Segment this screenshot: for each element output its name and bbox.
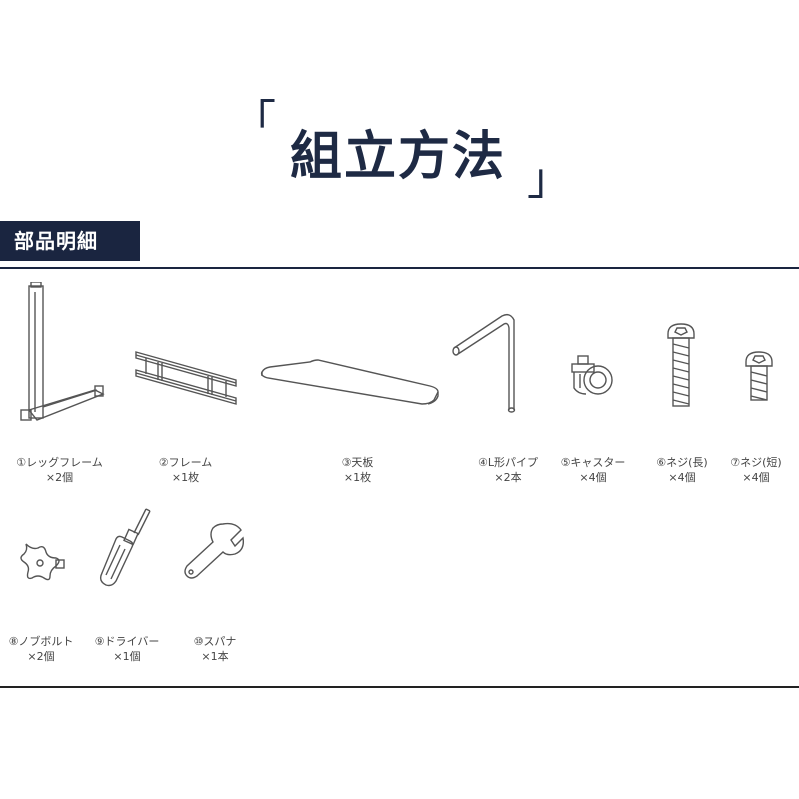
part-caption-7: ⑦ネジ(短) ×4個 — [714, 455, 798, 485]
part-caption-10: ⑩スパナ ×1本 — [170, 634, 260, 664]
part-caption-3: ③天板 ×1枚 — [300, 455, 415, 485]
l-pipe-icon — [452, 313, 516, 413]
part-name: ⑧ノブボルト — [8, 635, 74, 648]
tabletop-icon — [260, 359, 439, 405]
section-tab: 部品明細 — [0, 221, 140, 261]
part-name: ⑥ネジ(長) — [656, 456, 708, 469]
part-qty: ×1個 — [113, 650, 141, 663]
screwdriver-icon — [99, 508, 151, 587]
knob-bolt-icon — [20, 543, 65, 581]
part-name: ②フレーム — [158, 456, 213, 469]
part-name: ③天板 — [341, 456, 374, 469]
part-caption-9: ⑨ドライバー ×1個 — [86, 634, 168, 664]
short-screw-icon — [745, 351, 773, 401]
title-area: 「 組立方法 」 — [0, 0, 799, 210]
part-name: ①レッグフレーム — [16, 456, 103, 469]
part-qty: ×2個 — [45, 471, 74, 484]
part-name: ⑦ネジ(短) — [730, 456, 782, 469]
part-qty: ×4個 — [668, 471, 696, 484]
section-divider — [0, 267, 799, 269]
part-caption-1: ①レッグフレーム ×2個 — [2, 455, 117, 485]
part-name: ⑩スパナ — [193, 635, 237, 648]
part-qty: ×2個 — [27, 650, 55, 663]
part-name: ⑨ドライバー — [94, 635, 160, 648]
part-name: ⑤キャスター — [560, 456, 626, 469]
long-screw-icon — [667, 323, 695, 407]
part-qty: ×1枚 — [343, 471, 372, 484]
part-caption-5: ⑤キャスター ×4個 — [548, 455, 638, 485]
caster-icon — [571, 355, 613, 395]
part-qty: ×1本 — [201, 650, 229, 663]
title-bracket-close: 」 — [527, 154, 571, 205]
part-caption-6: ⑥ネジ(長) ×4個 — [637, 455, 727, 485]
part-qty: ×2本 — [494, 471, 522, 484]
spanner-icon — [184, 522, 245, 579]
part-qty: ×4個 — [742, 471, 770, 484]
title-bracket-open: 「 — [232, 96, 276, 147]
frame-icon — [135, 351, 237, 405]
page-title: 組立方法 — [290, 127, 507, 187]
part-caption-4: ④L形パイプ ×2本 — [458, 455, 558, 485]
part-caption-2: ②フレーム ×1枚 — [128, 455, 243, 485]
leg-frame-icon — [20, 282, 105, 421]
bottom-divider — [0, 686, 799, 688]
part-qty: ×4個 — [579, 471, 607, 484]
part-qty: ×1枚 — [171, 471, 200, 484]
part-caption-8: ⑧ノブボルト ×2個 — [0, 634, 82, 664]
part-name: ④L形パイプ — [478, 456, 538, 469]
